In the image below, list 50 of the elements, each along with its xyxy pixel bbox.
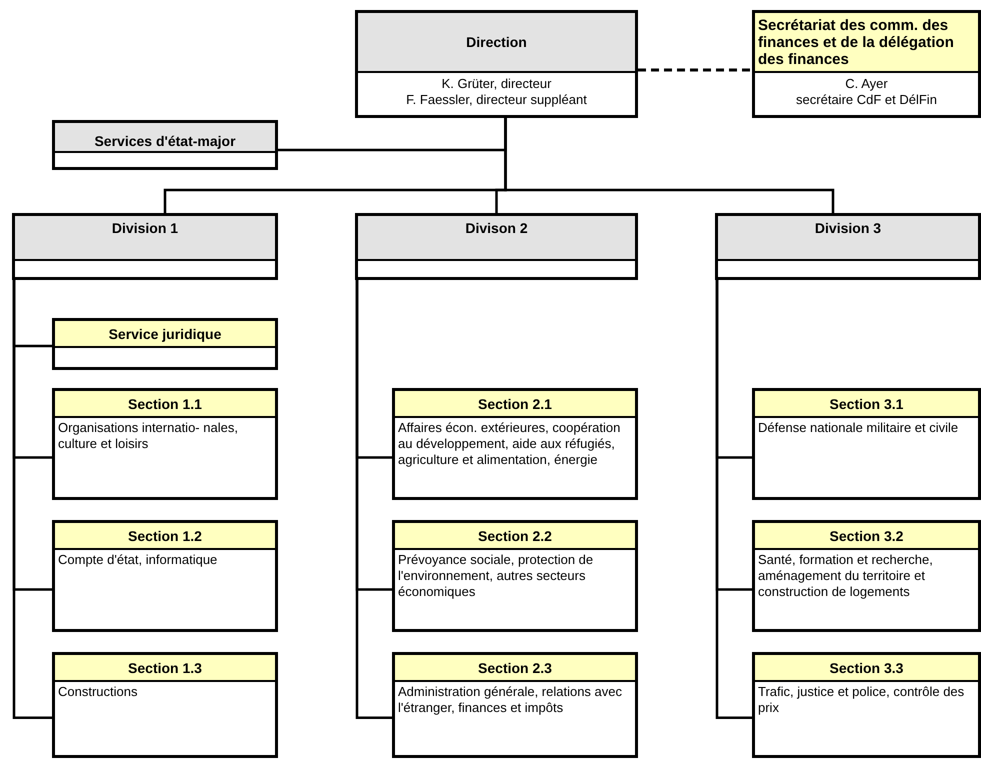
description-text: Prévoyance sociale, protection de l'environnement, autres secteurs économiques <box>398 552 594 600</box>
description-text: Organisations internatio- nales, culture et loisirs <box>58 420 239 452</box>
section-box <box>752 388 981 500</box>
connector-line <box>504 118 834 213</box>
connector-line <box>12 280 52 719</box>
box-heading: Section 2.2 <box>478 528 552 544</box>
description-text: Trafic, justice et police, contrôle des prix <box>758 684 966 716</box>
box-heading: Section 3.3 <box>830 660 904 676</box>
section-box <box>52 388 278 500</box>
connector-line <box>356 280 392 719</box>
section-box <box>392 388 638 500</box>
section-box <box>392 520 638 632</box>
box-heading: Section 3.1 <box>830 396 904 412</box>
division-box <box>715 213 981 280</box>
box-heading: Services d'état-major <box>94 133 236 149</box>
box-heading: Division 3 <box>814 220 882 236</box>
secretariat-box <box>752 10 981 118</box>
section-box <box>752 520 981 632</box>
description-text: Compte d'état, informatique <box>58 552 218 568</box>
box-heading: Section 1.3 <box>128 660 202 676</box>
section-box <box>52 652 278 758</box>
person-name: K. Grüter, directeur <box>440 76 552 92</box>
role-text: secrétaire CdF et DélFin <box>795 92 938 108</box>
box-heading: Section 2.3 <box>478 660 552 676</box>
box-heading: Divison 2 <box>465 220 528 236</box>
box-heading: Section 2.1 <box>478 396 552 412</box>
division-box <box>355 213 638 280</box>
box-heading: Section 3.2 <box>830 528 904 544</box>
role-text: F. Faessler, directeur suppléant <box>405 92 588 108</box>
box-heading: Section 1.2 <box>128 528 202 544</box>
description-text: Administration générale, relations avec l'étranger, finances et impôts <box>398 684 624 716</box>
section-box <box>752 652 981 758</box>
description-text: Défense nationale militaire et civile <box>758 420 960 436</box>
box-heading: Secrétariat des comm. des finances et de la délégation des finances <box>758 17 955 68</box>
staff-box <box>52 120 278 170</box>
direction-box <box>355 10 638 118</box>
section-box <box>52 520 278 632</box>
description-text: Affaires écon. extérieures, coopération au développement, aide aux réfugiés, agriculture et alimentation, énergie <box>398 420 622 468</box>
box-heading: Section 1.1 <box>128 396 202 412</box>
box-heading: Direction <box>466 34 527 50</box>
dashed-connector <box>638 68 752 72</box>
box-heading: Service juridique <box>108 326 222 342</box>
box-heading: Division 1 <box>112 220 178 236</box>
section-box <box>392 652 638 758</box>
description-text: Constructions <box>58 684 138 700</box>
description-text: Santé, formation et recherche, aménagement du territoire et construction de logements <box>758 552 934 600</box>
connector-line <box>716 280 752 719</box>
division-box <box>12 213 278 280</box>
section-box <box>52 318 278 370</box>
person-name: C. Ayer <box>844 76 889 92</box>
